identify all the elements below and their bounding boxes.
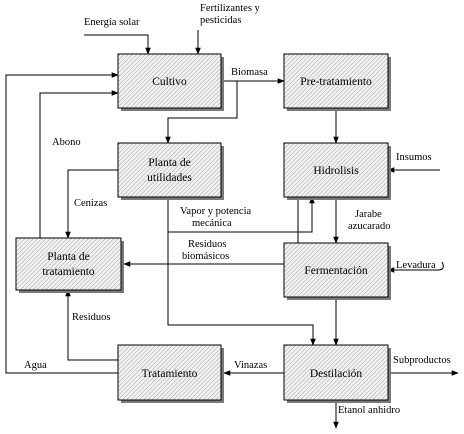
label-levadura: Levadura	[396, 260, 436, 271]
edge-abono	[39, 90, 119, 238]
label-fertilizantes-2: pesticidas	[200, 15, 241, 26]
edge-biomasa-utilidades	[165, 81, 238, 144]
label-jarabe-2: azucarado	[348, 221, 391, 232]
node-fermentacion: Fermentación	[283, 242, 391, 300]
label-jarabe-1: Jarabe	[355, 209, 382, 220]
node-label-tratamiento: Tratamiento	[142, 368, 198, 380]
edges	[5, 30, 459, 429]
node-label-utilidades-1: Planta de	[148, 157, 190, 169]
node-tratamiento: Tratamiento	[117, 344, 224, 403]
label-fertilizantes-1: Fertilizantes y	[200, 3, 261, 14]
node-label-destilacion: Destilación	[310, 368, 363, 380]
node-label-pretratamiento: Pre-tratamiento	[300, 76, 372, 88]
node-hidrolisis: Hidrolisis	[283, 142, 391, 200]
edge-utilidades-destilacion	[167, 197, 316, 346]
label-vinazas: Vinazas	[234, 360, 267, 371]
edge-cenizas	[65, 169, 118, 239]
label-residuos: Residuos	[72, 312, 111, 323]
label-residuos-biomasicos-1: Residuos	[188, 239, 227, 250]
node-cultivo: Cultivo	[117, 53, 224, 111]
label-energia-solar: Energía solar	[84, 17, 140, 28]
edge-vapor-hidrolisis	[168, 196, 315, 233]
node-label-hidrolisis: Hidrolisis	[313, 165, 359, 177]
label-subproductos: Subproductos	[393, 355, 451, 366]
node-planta-tratamiento: Planta de tratamiento	[15, 237, 124, 293]
node-label-tratamiento-planta-2: tratamiento	[42, 266, 95, 278]
node-destilacion: Destilación	[283, 344, 391, 403]
node-pretratamiento: Pre-tratamiento	[283, 53, 391, 111]
node-planta-utilidades: Planta de utilidades	[117, 142, 224, 200]
label-residuos-biomasicos-2: biomásicos	[182, 251, 229, 262]
nodes: Cultivo Pre-tratamiento Planta de utilid…	[15, 53, 391, 403]
edge-energia-solar-cultivo	[84, 34, 151, 55]
label-agua: Agua	[24, 360, 47, 371]
label-cenizas: Cenizas	[74, 198, 107, 209]
node-label-fermentacion: Fermentación	[304, 265, 367, 277]
edge-residuos	[65, 289, 118, 361]
label-biomasa: Biomasa	[231, 67, 268, 78]
node-label-tratamiento-planta-1: Planta de	[47, 251, 89, 263]
node-label-utilidades-2: utilidades	[147, 172, 192, 184]
label-abono: Abono	[52, 137, 81, 148]
node-label-cultivo: Cultivo	[152, 76, 187, 88]
edge-levadura-fermentacion	[387, 261, 444, 273]
edge-agua	[5, 72, 119, 374]
label-vapor-1: Vapor y potencia	[180, 206, 251, 217]
edge-labels: Energía solar Fertilizantes y pesticidas…	[24, 3, 451, 416]
label-vapor-2: mecánica	[192, 218, 232, 229]
label-insumos: Insumos	[396, 152, 432, 163]
label-etanol: Etanol anhidro	[338, 405, 400, 416]
